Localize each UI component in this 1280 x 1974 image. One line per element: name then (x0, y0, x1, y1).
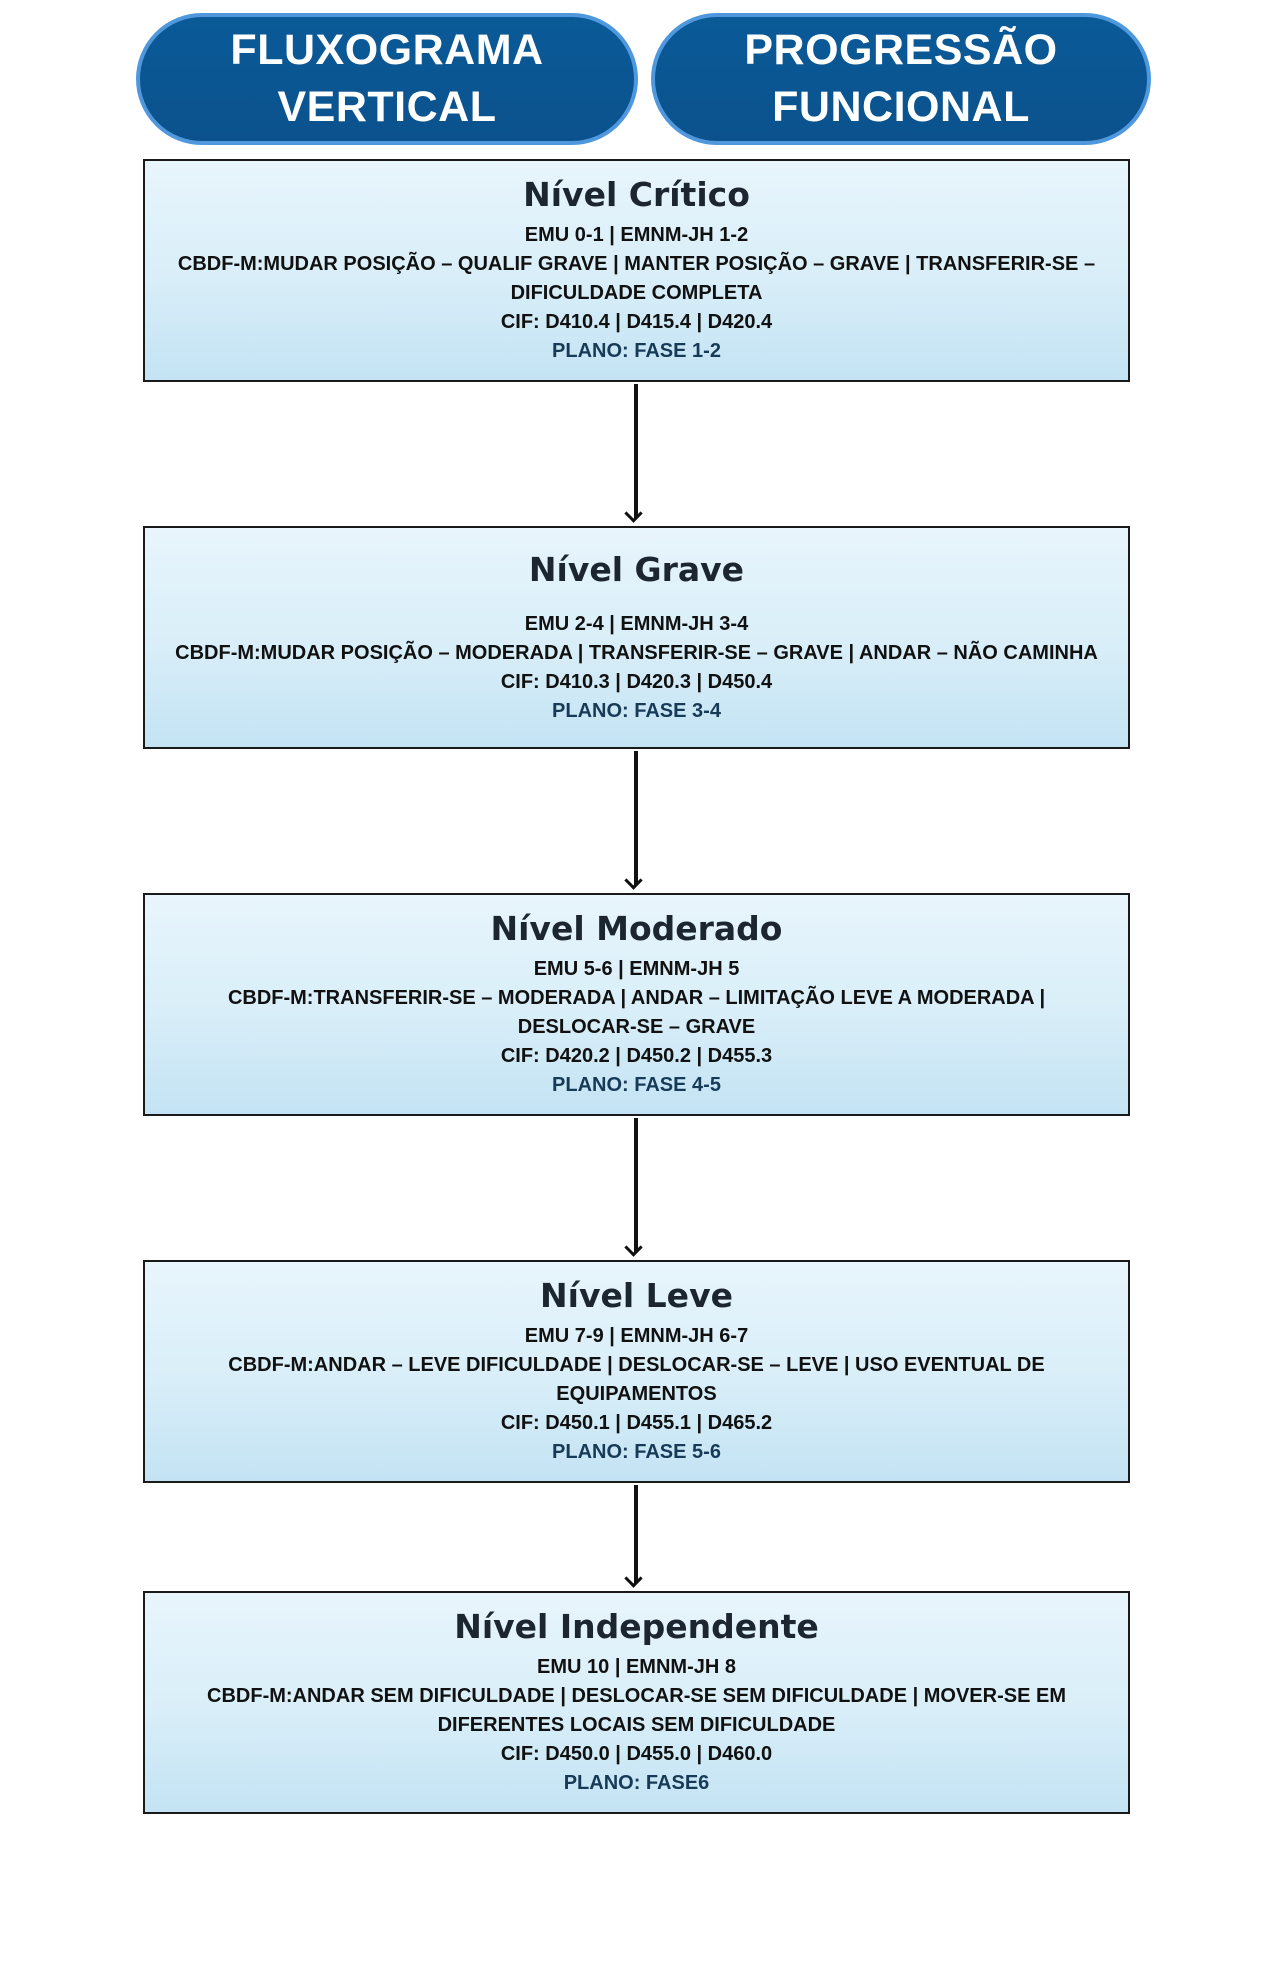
level-line: DIFICULDADE COMPLETA (510, 282, 763, 304)
level-line: CIF: D420.2 | D450.2 | D455.3 (500, 1045, 773, 1067)
level-line: EQUIPAMENTOS (556, 1383, 717, 1405)
level-line: CBDF-M:ANDAR – LEVE DIFICULDADE | DESLOC… (228, 1354, 1045, 1376)
level-line: DIFERENTES LOCAIS SEM DIFICULDADE (437, 1714, 836, 1736)
level-line: CBDF-M:TRANSFERIR-SE – MODERADA | ANDAR … (227, 987, 1046, 1009)
header-right-line-2: FUNCIONAL (772, 83, 1030, 131)
level-box-critico: Nível Crítico EMU 0-1 | EMNM-JH 1-2 CBDF… (143, 159, 1130, 382)
level-box-leve: Nível Leve EMU 7-9 | EMNM-JH 6-7 CBDF-M:… (143, 1260, 1130, 1483)
level-line: CIF: D450.1 | D455.1 | D465.2 (500, 1412, 773, 1434)
flow-arrow (634, 1118, 638, 1252)
flow-arrow (634, 751, 638, 885)
level-plano: PLANO: FASE 3-4 (552, 699, 721, 722)
level-line: EMU 0-1 | EMNM-JH 1-2 (524, 224, 749, 246)
header-left-line-2: VERTICAL (277, 83, 497, 131)
level-line: CBDF-M:MUDAR POSIÇÃO – QUALIF GRAVE | MA… (177, 253, 1096, 275)
header-fluxograma-vertical: FLUXOGRAMA VERTICAL (136, 13, 638, 145)
level-line: CIF: D410.3 | D420.3 | D450.4 (500, 670, 773, 693)
level-plano: PLANO: FASE 1-2 (552, 340, 721, 362)
level-box-independente: Nível Independente EMU 10 | EMNM-JH 8 CB… (143, 1591, 1130, 1814)
level-title: Nível Grave (528, 549, 745, 589)
level-box-grave: Nível Grave EMU 2-4 | EMNM-JH 3-4 CBDF-M… (143, 526, 1130, 749)
header-progressao-funcional: PROGRESSÃO FUNCIONAL (651, 13, 1151, 145)
flow-arrow (634, 384, 638, 518)
level-line: EMU 5-6 | EMNM-JH 5 (533, 958, 740, 980)
level-box-moderado: Nível Moderado EMU 5-6 | EMNM-JH 5 CBDF-… (143, 893, 1130, 1116)
level-title: Nível Leve (540, 1276, 733, 1315)
level-line: CIF: D450.0 | D455.0 | D460.0 (500, 1743, 773, 1765)
flow-arrow (634, 1485, 638, 1583)
level-line: CBDF-M:ANDAR SEM DIFICULDADE | DESLOCAR-… (207, 1685, 1066, 1707)
level-title: Nível Independente (454, 1607, 819, 1646)
level-line: EMU 2-4 | EMNM-JH 3-4 (524, 612, 749, 635)
header-right-line-1: PROGRESSÃO (744, 26, 1058, 74)
level-plano: PLANO: FASE6 (563, 1772, 710, 1794)
level-line: EMU 7-9 | EMNM-JH 6-7 (524, 1325, 749, 1347)
level-line: CBDF-M:MUDAR POSIÇÃO – MODERADA | TRANSF… (175, 641, 1098, 664)
level-plano: PLANO: FASE 4-5 (552, 1074, 721, 1096)
level-title: Nível Moderado (490, 909, 783, 948)
level-title: Nível Crítico (523, 175, 750, 214)
level-line: DESLOCAR-SE – GRAVE (517, 1016, 756, 1038)
header-left-line-1: FLUXOGRAMA (230, 26, 544, 74)
level-line: EMU 10 | EMNM-JH 8 (537, 1656, 736, 1678)
level-line: CIF: D410.4 | D415.4 | D420.4 (500, 311, 773, 333)
level-plano: PLANO: FASE 5-6 (552, 1441, 721, 1463)
